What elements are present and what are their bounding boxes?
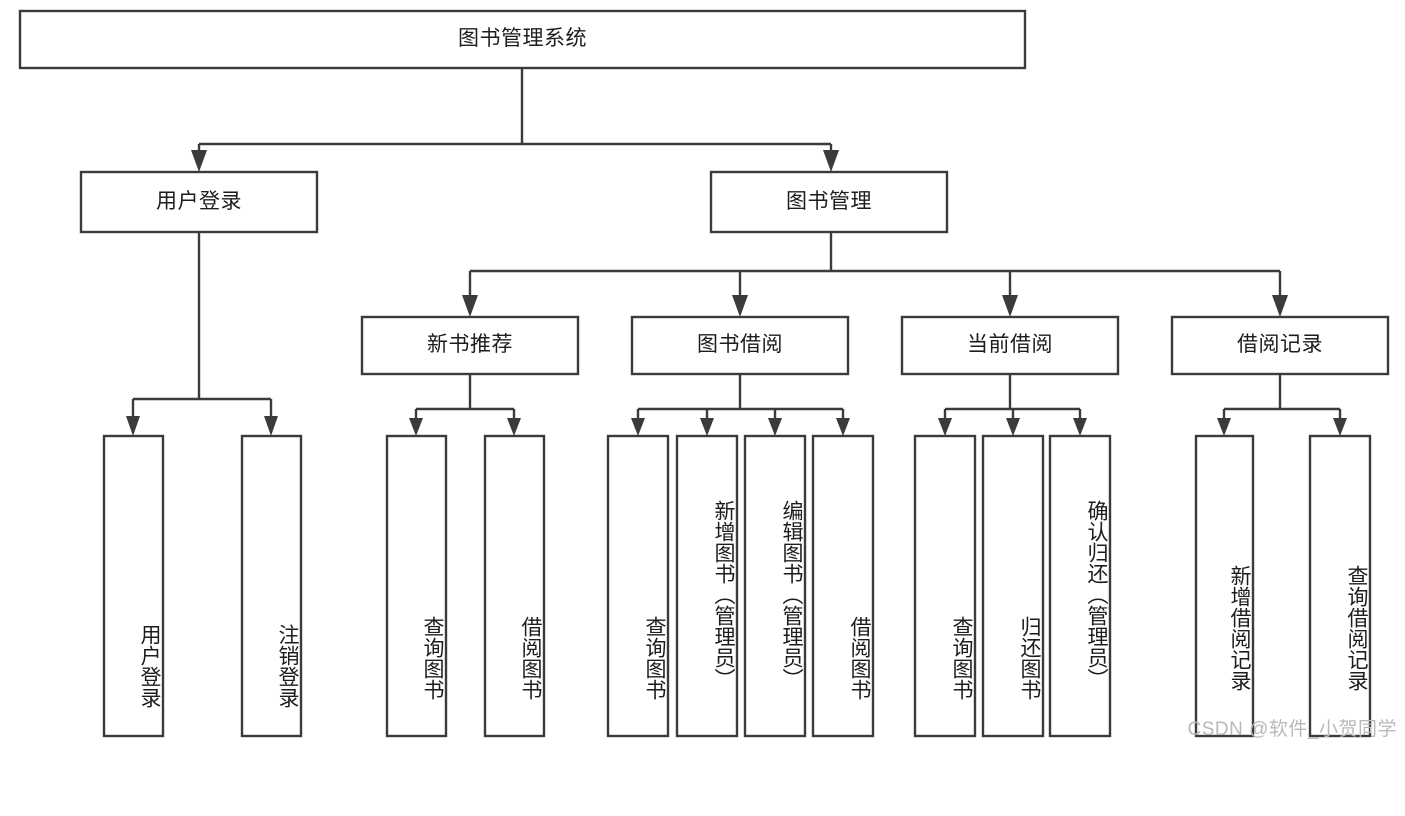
edge-group-current-borrow	[938, 374, 1087, 436]
node-box-leaf-confirm-return[interactable]	[1048, 434, 1112, 738]
edge-group-new-book	[409, 374, 521, 436]
arrow-borrow-record	[1272, 295, 1288, 317]
node-box-new-book-recommend[interactable]	[360, 315, 580, 376]
arrow-leaf-query-book-3	[938, 418, 952, 436]
arrow-leaf-query-record	[1333, 418, 1347, 436]
arrow-leaf-query-book-1	[409, 418, 423, 436]
node-box-leaf-borrow-book-2[interactable]	[811, 434, 875, 738]
edge-group-book-manage	[462, 232, 1288, 317]
arrow-leaf-add-record	[1217, 418, 1231, 436]
node-box-leaf-query-book-1[interactable]	[385, 434, 448, 738]
diagram-canvas: 图书管理系统 用户登录 图书管理 新书推荐 图书借阅 当前借阅 借阅记录 用户登…	[18, 9, 1396, 740]
node-box-leaf-user-login[interactable]	[102, 434, 165, 738]
node-box-current-borrow[interactable]	[900, 315, 1120, 376]
edge-group-borrow-record	[1217, 374, 1347, 436]
node-box-leaf-return-book[interactable]	[981, 434, 1045, 738]
edge-group-user-login	[126, 232, 278, 436]
arrow-leaf-borrow-book-1	[507, 418, 521, 436]
node-box-root[interactable]	[18, 9, 1027, 70]
arrow-leaf-logout	[264, 416, 278, 436]
arrow-user-login	[191, 150, 207, 172]
arrow-new-book-recommend	[462, 295, 478, 317]
edge-group-root	[191, 68, 839, 172]
node-box-book-manage[interactable]	[709, 170, 949, 234]
node-box-leaf-edit-book[interactable]	[743, 434, 807, 738]
arrow-leaf-user-login	[126, 416, 140, 436]
node-box-leaf-query-book-3[interactable]	[913, 434, 977, 738]
arrow-leaf-confirm-return	[1073, 418, 1087, 436]
arrow-leaf-borrow-book-2	[836, 418, 850, 436]
node-box-leaf-add-record[interactable]	[1194, 434, 1255, 738]
node-box-leaf-add-book[interactable]	[675, 434, 739, 738]
arrow-leaf-edit-book	[768, 418, 782, 436]
node-box-book-borrow[interactable]	[630, 315, 850, 376]
arrow-leaf-add-book	[700, 418, 714, 436]
node-box-leaf-query-book-2[interactable]	[606, 434, 670, 738]
arrow-leaf-query-book-2	[631, 418, 645, 436]
node-box-leaf-borrow-book-1[interactable]	[483, 434, 546, 738]
arrow-current-borrow	[1002, 295, 1018, 317]
node-box-leaf-logout[interactable]	[240, 434, 303, 738]
node-box-borrow-record[interactable]	[1170, 315, 1390, 376]
edge-group-book-borrow	[631, 374, 850, 436]
arrow-leaf-return-book	[1006, 418, 1020, 436]
node-box-leaf-query-record[interactable]	[1308, 434, 1372, 738]
diagram-svg	[18, 9, 1390, 738]
arrow-book-manage	[823, 150, 839, 172]
arrow-book-borrow	[732, 295, 748, 317]
node-box-user-login[interactable]	[79, 170, 319, 234]
